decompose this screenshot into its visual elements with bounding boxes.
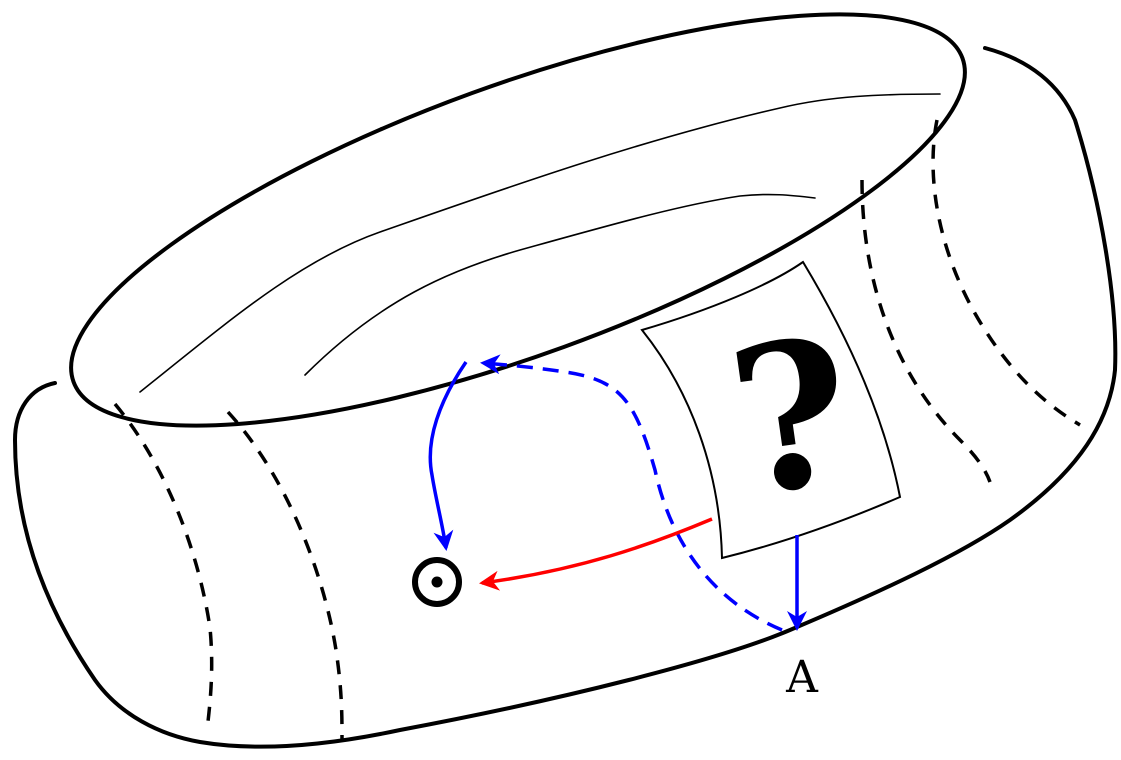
question-panel: ?: [640, 260, 902, 560]
band-outer-outline: [13, 46, 1118, 749]
inner-line-upper: [139, 93, 941, 393]
seam-left-2: [226, 410, 344, 741]
circle-dot-marker: [412, 557, 462, 607]
red-arrow: [479, 517, 713, 591]
blue-dashed-arrow: [480, 354, 783, 632]
seam-left-1: [113, 402, 214, 731]
seam-right-1: [860, 179, 992, 483]
seam-right-2: [931, 119, 1081, 427]
inner-line-lower: [304, 193, 816, 376]
rim-ellipse: [69, 12, 967, 428]
band-ring: [13, 12, 1118, 749]
question-panel-frame: [640, 260, 902, 560]
blue-solid-arrow: [428, 361, 468, 551]
point-label-a: A: [785, 652, 819, 703]
